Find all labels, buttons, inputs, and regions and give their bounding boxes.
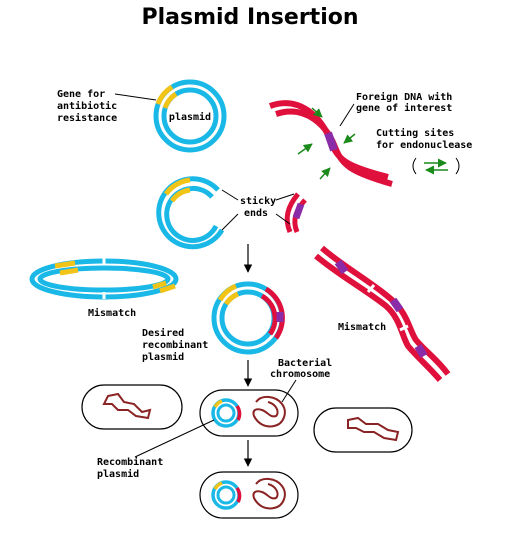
endonuclease-symbol (412, 157, 460, 175)
chromosome-bottom (252, 478, 286, 510)
sticky-pointer-left-top (221, 189, 239, 201)
sticky-pointer-left-bottom (221, 213, 239, 231)
desired-recombinant-plasmid (211, 281, 285, 355)
intact-plasmid (153, 79, 227, 153)
sticky-pointer-right-bottom (275, 213, 291, 225)
mismatch-label-right: Mismatch (338, 321, 386, 333)
recombinant-plasmid-pointer (134, 419, 215, 458)
diagram-title: Plasmid Insertion (141, 5, 358, 30)
mismatch-plasmid-dimer (29, 258, 179, 300)
bacterial-chromosome-label-line1: Bacterial (278, 357, 332, 369)
sticky-ends-label-line1: sticky (240, 195, 276, 207)
resistance-gene-segment (155, 84, 174, 106)
foreign-dna-label-line2: gene of interest (356, 102, 452, 114)
sticky-pointer-right-top (275, 193, 295, 201)
recombinant-plasmid-label-line2: plasmid (97, 468, 139, 480)
mismatch-foreign-dna (314, 245, 451, 382)
sticky-ends-label-line2: ends (244, 208, 268, 219)
bacterium-right (313, 407, 413, 453)
foreign-dna-label-line1: Foreign DNA with (356, 91, 452, 103)
gene-label-line3: resistance (57, 112, 117, 124)
chromosome-left (102, 392, 152, 420)
mismatch-label-left: Mismatch (88, 307, 136, 319)
chromosome-right (347, 416, 400, 442)
foreign-cut-site (324, 131, 338, 152)
cut-arrow-2 (297, 143, 313, 155)
desired-label-line3: plasmid (142, 351, 184, 363)
bacterium-transformed (199, 389, 299, 437)
cut-plasmid (156, 176, 225, 250)
cut-arrow-3 (343, 133, 356, 144)
recombinant-plasmid-label-line1: Recombinant (97, 456, 163, 468)
cut-arrow-1 (311, 107, 323, 118)
plasmid-label: plasmid (169, 111, 211, 123)
cutting-sites-label-line2: for endonuclease (376, 140, 472, 151)
cut-arrow-4 (319, 167, 331, 180)
gene-label-line2: antibiotic (57, 100, 117, 112)
cutting-sites-label-line1: Cutting sites (376, 127, 454, 139)
desired-label-line1: Desired (142, 327, 184, 339)
bacterial-chromosome-label-line2: chromosome (270, 369, 330, 380)
bacterial-chromosome-pointer (281, 379, 297, 403)
gene-label-line1: Gene for (57, 89, 105, 100)
gene-label-pointer (114, 93, 157, 101)
bacterium-replicated (199, 471, 299, 519)
foreign-dna (268, 100, 393, 187)
foreign-dna-pointer (339, 103, 355, 127)
bacterium-left (81, 384, 183, 430)
chromosome-middle (252, 396, 286, 428)
desired-label-line2: recombinant (142, 339, 208, 351)
cut-foreign-fragment (284, 192, 307, 233)
